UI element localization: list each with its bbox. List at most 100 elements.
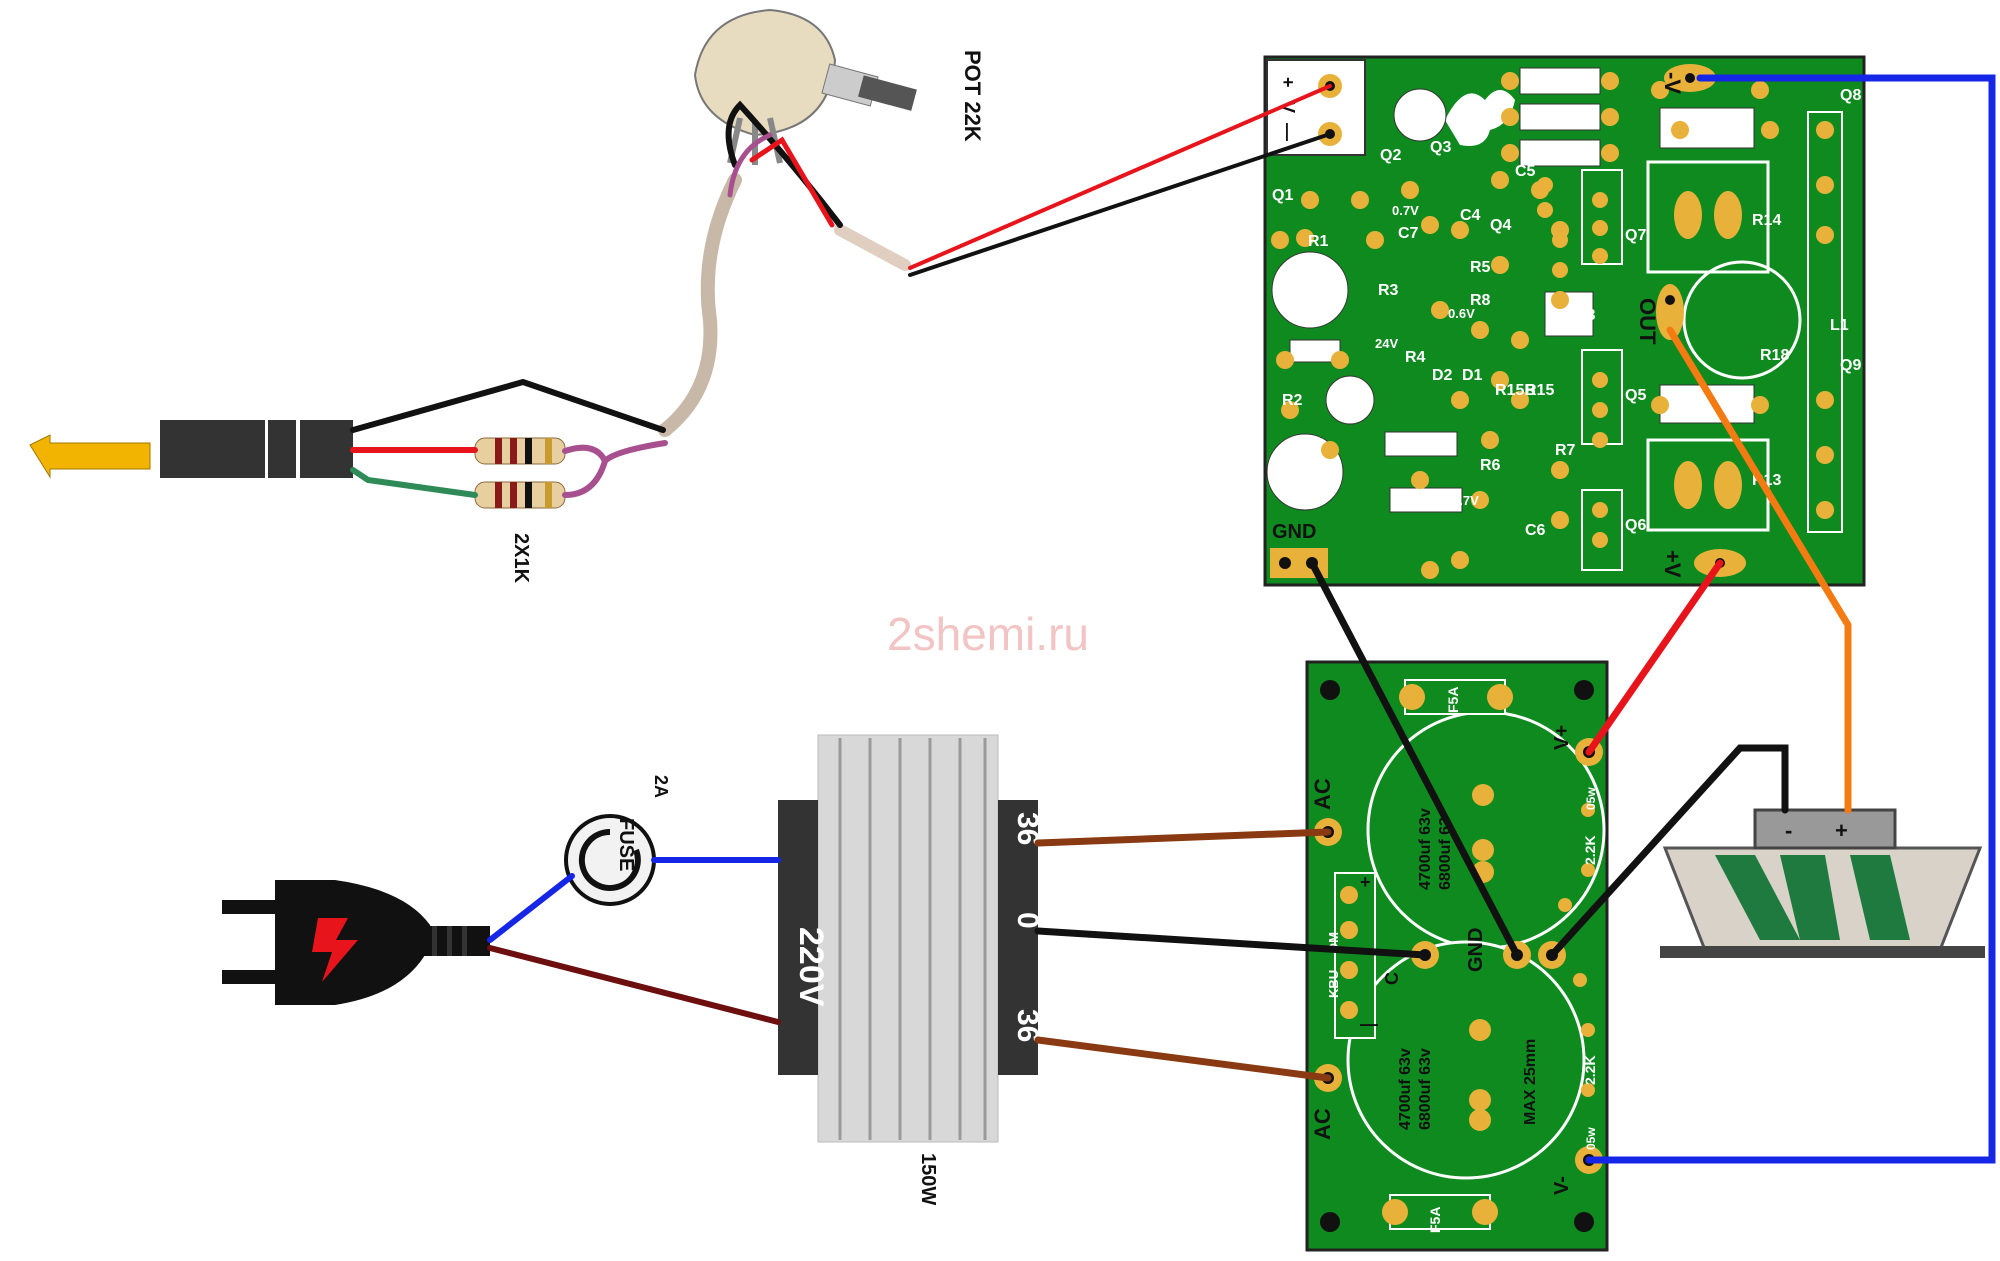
wire-pink-merge <box>562 440 668 498</box>
psu-res-a: 2.2K <box>1582 835 1598 865</box>
transformer-primary-label: 220V <box>792 927 830 1007</box>
wire-sec-top <box>1034 828 1332 847</box>
silk-Q2: Q2 <box>1380 147 1401 164</box>
wire-gnd-speaker <box>1548 744 1789 959</box>
amp-vminus-label: -V <box>1660 72 1685 94</box>
psu-fuse-a: F5A <box>1445 687 1461 713</box>
psu-ac-top-label: AC <box>1310 778 1335 810</box>
silk-C5: C5 <box>1515 163 1536 180</box>
speaker-plus: + <box>1835 818 1848 843</box>
silk-R1: R1 <box>1308 233 1329 250</box>
psu-gnd-label: GND <box>1465 928 1487 972</box>
wire-shielded-cable <box>658 173 742 437</box>
silk-R15: R15 <box>1525 382 1554 399</box>
wires <box>350 74 1996 1164</box>
psu-kbu: KBU <box>1326 970 1341 998</box>
psu-vplus-label: V+ <box>1551 725 1573 750</box>
amp-vplus-label: +V <box>1660 550 1685 578</box>
silk-Q1: Q1 <box>1272 187 1293 204</box>
silk-C2: C2 <box>1282 267 1303 284</box>
silk-Q7: Q7 <box>1625 227 1646 244</box>
silk-07v-b: 0.7V <box>1452 493 1479 508</box>
psu-cap-bot-2: 6800uf 63v <box>1417 1048 1434 1130</box>
wire-gnd-amp-psu <box>1308 559 1521 959</box>
silk-R18: R18 <box>1760 347 1789 364</box>
psu-fuse-b: F5A <box>1427 1207 1443 1233</box>
wire-mains-darkred <box>487 945 781 1025</box>
transformer-power-label: 150W <box>917 1153 939 1205</box>
silk-C4: C4 <box>1460 207 1481 224</box>
psu-cap-top-1: 4700uf 63v <box>1417 808 1434 890</box>
fuse-rating-label: 2A <box>651 775 671 798</box>
silk-06v: 0.6V <box>1448 306 1475 321</box>
psu-bridge-minus: — <box>1360 1014 1378 1034</box>
psu-board: AC AC V+ V- GND 4700uf 63v 6800uf 63 470… <box>1305 660 1609 1252</box>
silk-R4: R4 <box>1405 349 1426 366</box>
transformer: 220V 36 0 36 150W <box>778 734 1044 1205</box>
wire-pot-cable <box>834 224 911 271</box>
speaker: - + <box>1660 808 1985 958</box>
silk-Z1: Z1 <box>1302 344 1321 361</box>
silk-C8: C8 <box>1575 307 1596 324</box>
silk-Q5: Q5 <box>1625 387 1646 404</box>
amp-silk-labels: R16 R17 R9 R12 R14 C1 Q1 Q2 Q3 Q4 C2 C3 … <box>1272 72 1861 578</box>
silk-Q9: Q9 <box>1840 357 1861 374</box>
mains-plug <box>222 880 490 1005</box>
resistors-label: 2X1K <box>510 533 532 584</box>
silk-D1: D1 <box>1462 367 1483 384</box>
pot-label: POT 22K <box>960 50 985 142</box>
input-resistors: 2X1K <box>474 437 566 584</box>
silk-R16: R16 <box>1540 73 1569 90</box>
psu-w-b: 05w <box>1584 1127 1598 1150</box>
silk-Q8: Q8 <box>1840 87 1861 104</box>
amp-out-label: OUT <box>1635 298 1660 345</box>
psu-w-a: 05w <box>1584 787 1598 810</box>
silk-D3: D3 <box>1400 438 1421 455</box>
silk-07v-a: 0.7V <box>1392 203 1419 218</box>
wire-sec-mid <box>1034 927 1429 959</box>
psu-ac-bottom-label: AC <box>1310 1108 1335 1140</box>
psu-cap-bot-1: 4700uf 63v <box>1397 1048 1414 1130</box>
primary-winding <box>778 800 818 1075</box>
wire-pot-pink <box>727 132 773 198</box>
audio-jack <box>29 420 353 479</box>
bull-logo <box>1445 90 1515 146</box>
psu-max: MAX 25mm <box>1522 1039 1539 1125</box>
silk-R15B: R15B <box>1495 382 1536 399</box>
silk-C3: C3 <box>1280 442 1301 459</box>
silk-R8: R8 <box>1470 292 1491 309</box>
watermark: 2shemi.ru <box>887 608 1089 660</box>
wire-amp-in-black <box>908 132 1332 277</box>
fuse: FUSE 2A <box>564 775 671 906</box>
silk-R5: R5 <box>1470 259 1491 276</box>
silk-R10: R10 <box>1398 487 1427 504</box>
amp-in-plus: + <box>1278 77 1298 88</box>
wire-vplus <box>1585 559 1724 756</box>
secondary-winding <box>998 800 1038 1075</box>
silk-R9: R9 <box>1548 145 1569 162</box>
wire-jack-ground <box>350 378 666 433</box>
wire-out-speaker <box>1666 326 1852 814</box>
silk-R2: R2 <box>1282 392 1303 409</box>
silk-C6: C6 <box>1525 522 1546 539</box>
wire-mains-blue <box>487 873 575 943</box>
psu-cap-bottom <box>1346 940 1586 1180</box>
wire-vminus <box>1585 74 1996 1164</box>
silk-24v: 24V <box>1375 336 1398 351</box>
wire-jack-green <box>350 467 478 498</box>
silk-R6: R6 <box>1480 457 1501 474</box>
psu-silk-labels: AC AC V+ V- GND 4700uf 63v 6800uf 63 470… <box>1310 687 1598 1233</box>
speaker-minus: - <box>1785 818 1792 843</box>
psu-vminus-label: V- <box>1551 1176 1573 1195</box>
silk-Q6: Q6 <box>1625 517 1646 534</box>
silk-R3: R3 <box>1378 282 1399 299</box>
silk-R17: R17 <box>1540 109 1569 126</box>
fuse-label: FUSE <box>615 818 637 871</box>
amp-gnd-label: GND <box>1272 521 1316 543</box>
silk-Q3: Q3 <box>1430 139 1451 156</box>
silk-R7: R7 <box>1555 442 1576 459</box>
silk-Q4: Q4 <box>1490 217 1511 234</box>
silk-R14: R14 <box>1752 212 1781 229</box>
silk-C7: C7 <box>1398 225 1419 242</box>
